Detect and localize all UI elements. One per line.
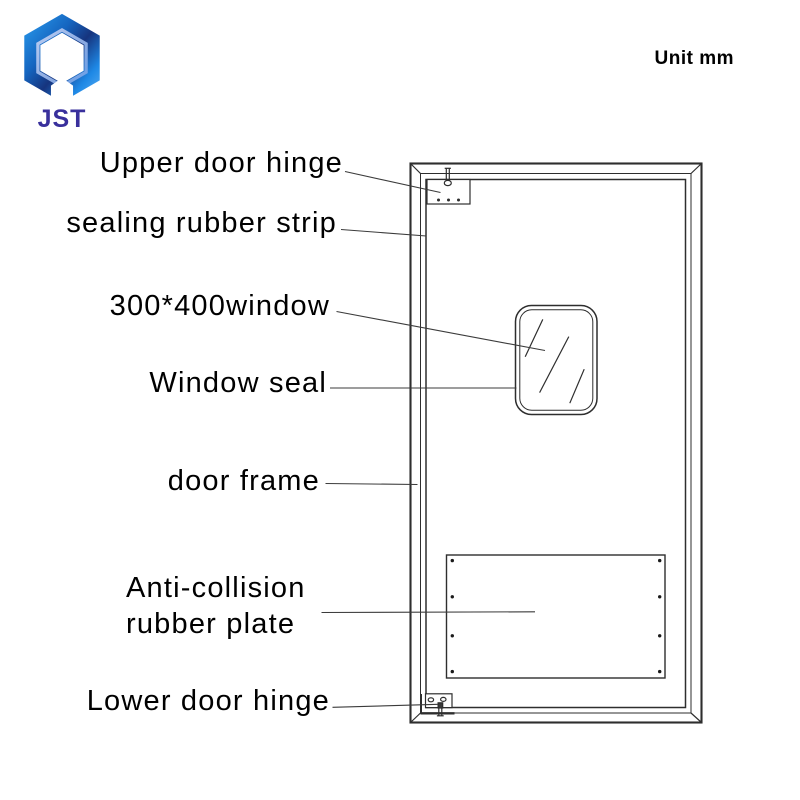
leader-line-anti-collision (321, 611, 536, 614)
label-door-frame: door frame (167, 465, 320, 497)
unit-label: Unit mm (654, 48, 734, 69)
door-outer-frame (409, 162, 703, 724)
leader-line-lower-hinge (332, 703, 439, 708)
label-upper-door-hinge: Upper door hinge (99, 147, 343, 179)
plate-rivet (450, 634, 454, 638)
plate-rivet (450, 595, 454, 599)
jst-hexagon-logo-icon (24, 13, 100, 104)
lower-hinge-bushing (439, 696, 447, 703)
leader-line-sealing-strip (340, 228, 427, 237)
plate-rivet (450, 669, 454, 674)
plate-rivet (658, 634, 662, 638)
door-panel (425, 178, 687, 709)
plate-rivet (450, 558, 454, 563)
glass-reflection-line (539, 336, 570, 393)
lower-hinge-bushing (427, 697, 435, 703)
jst-logo-text: JST (37, 105, 87, 133)
hexagon-bottom-gap (50, 77, 74, 104)
glass-reflection-line (524, 319, 544, 358)
window-glass-pane (519, 309, 594, 411)
label-lower-door-hinge: Lower door hinge (86, 685, 330, 717)
anti-collision-plate (445, 554, 666, 679)
frame-mitre-top-left (410, 163, 421, 174)
label-window-size: 300*400window (109, 290, 330, 322)
frame-mitre-bottom-right (690, 712, 702, 723)
leader-line-door-frame (325, 482, 418, 486)
upper-hinge-rivet (437, 198, 440, 202)
label-sealing-rubber-strip: sealing rubber strip (66, 207, 337, 239)
plate-rivet (658, 558, 662, 563)
frame-mitre-top-right (690, 163, 702, 174)
glass-reflection-line (569, 368, 585, 404)
label-window-seal: Window seal (149, 367, 327, 399)
upper-hinge-rivet (457, 198, 460, 202)
hexagon-ring (24, 13, 100, 103)
lower-hinge-pin-head (437, 702, 444, 709)
window-outer-seal (514, 304, 598, 416)
plate-rivet (658, 595, 662, 599)
upper-hinge-rivet (447, 198, 450, 202)
label-anti-collision-rubber-plate: Anti-collision rubber plate (126, 572, 306, 640)
leader-line-upper-hinge (344, 170, 441, 194)
frame-mitre-bottom-left (410, 712, 421, 723)
upper-hinge-pin-collar (443, 179, 452, 187)
leader-line-window (336, 310, 546, 352)
door-frame-inner-edge (420, 173, 692, 714)
jst-logo: JST (16, 12, 108, 134)
plate-rivet (658, 669, 662, 674)
